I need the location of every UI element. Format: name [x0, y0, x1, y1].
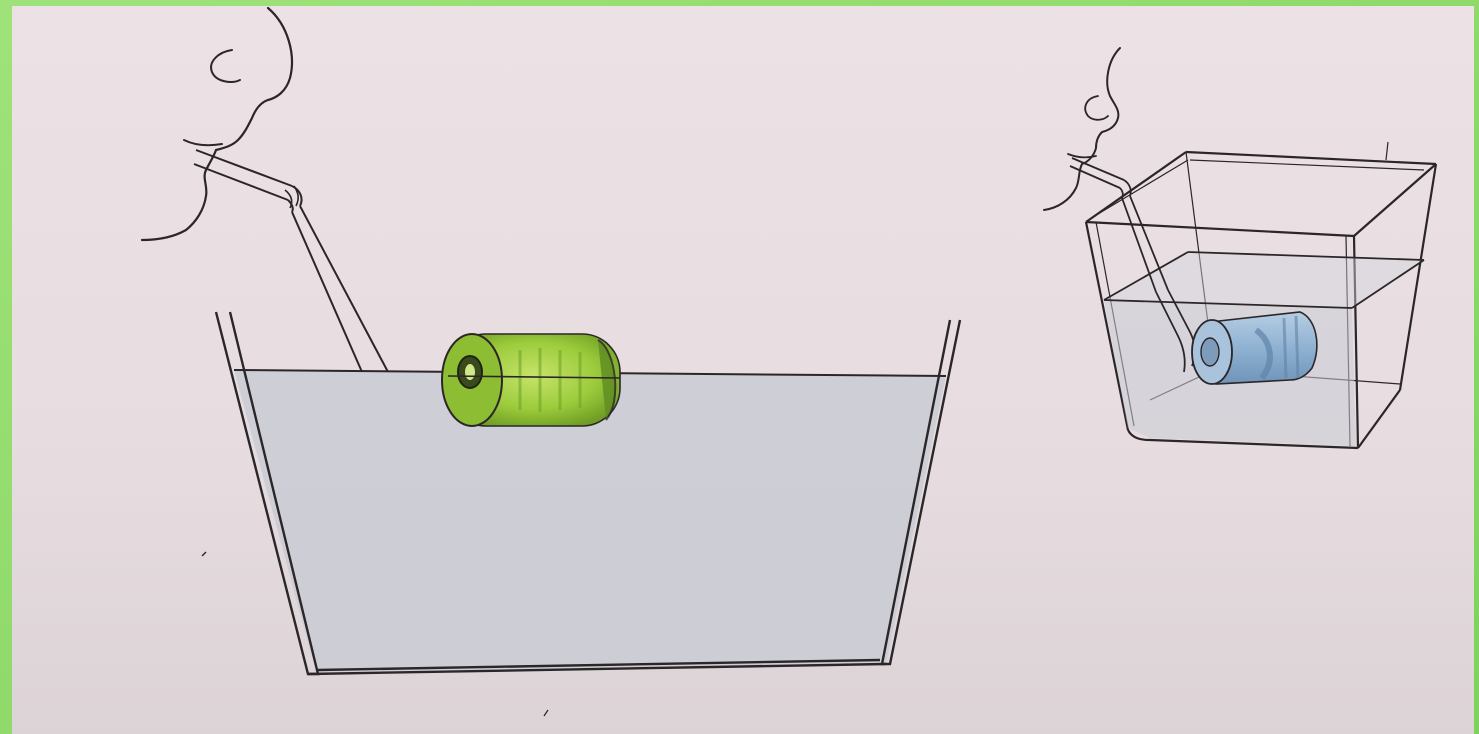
- floating-can: [442, 334, 620, 426]
- submerged-can: [1192, 312, 1317, 384]
